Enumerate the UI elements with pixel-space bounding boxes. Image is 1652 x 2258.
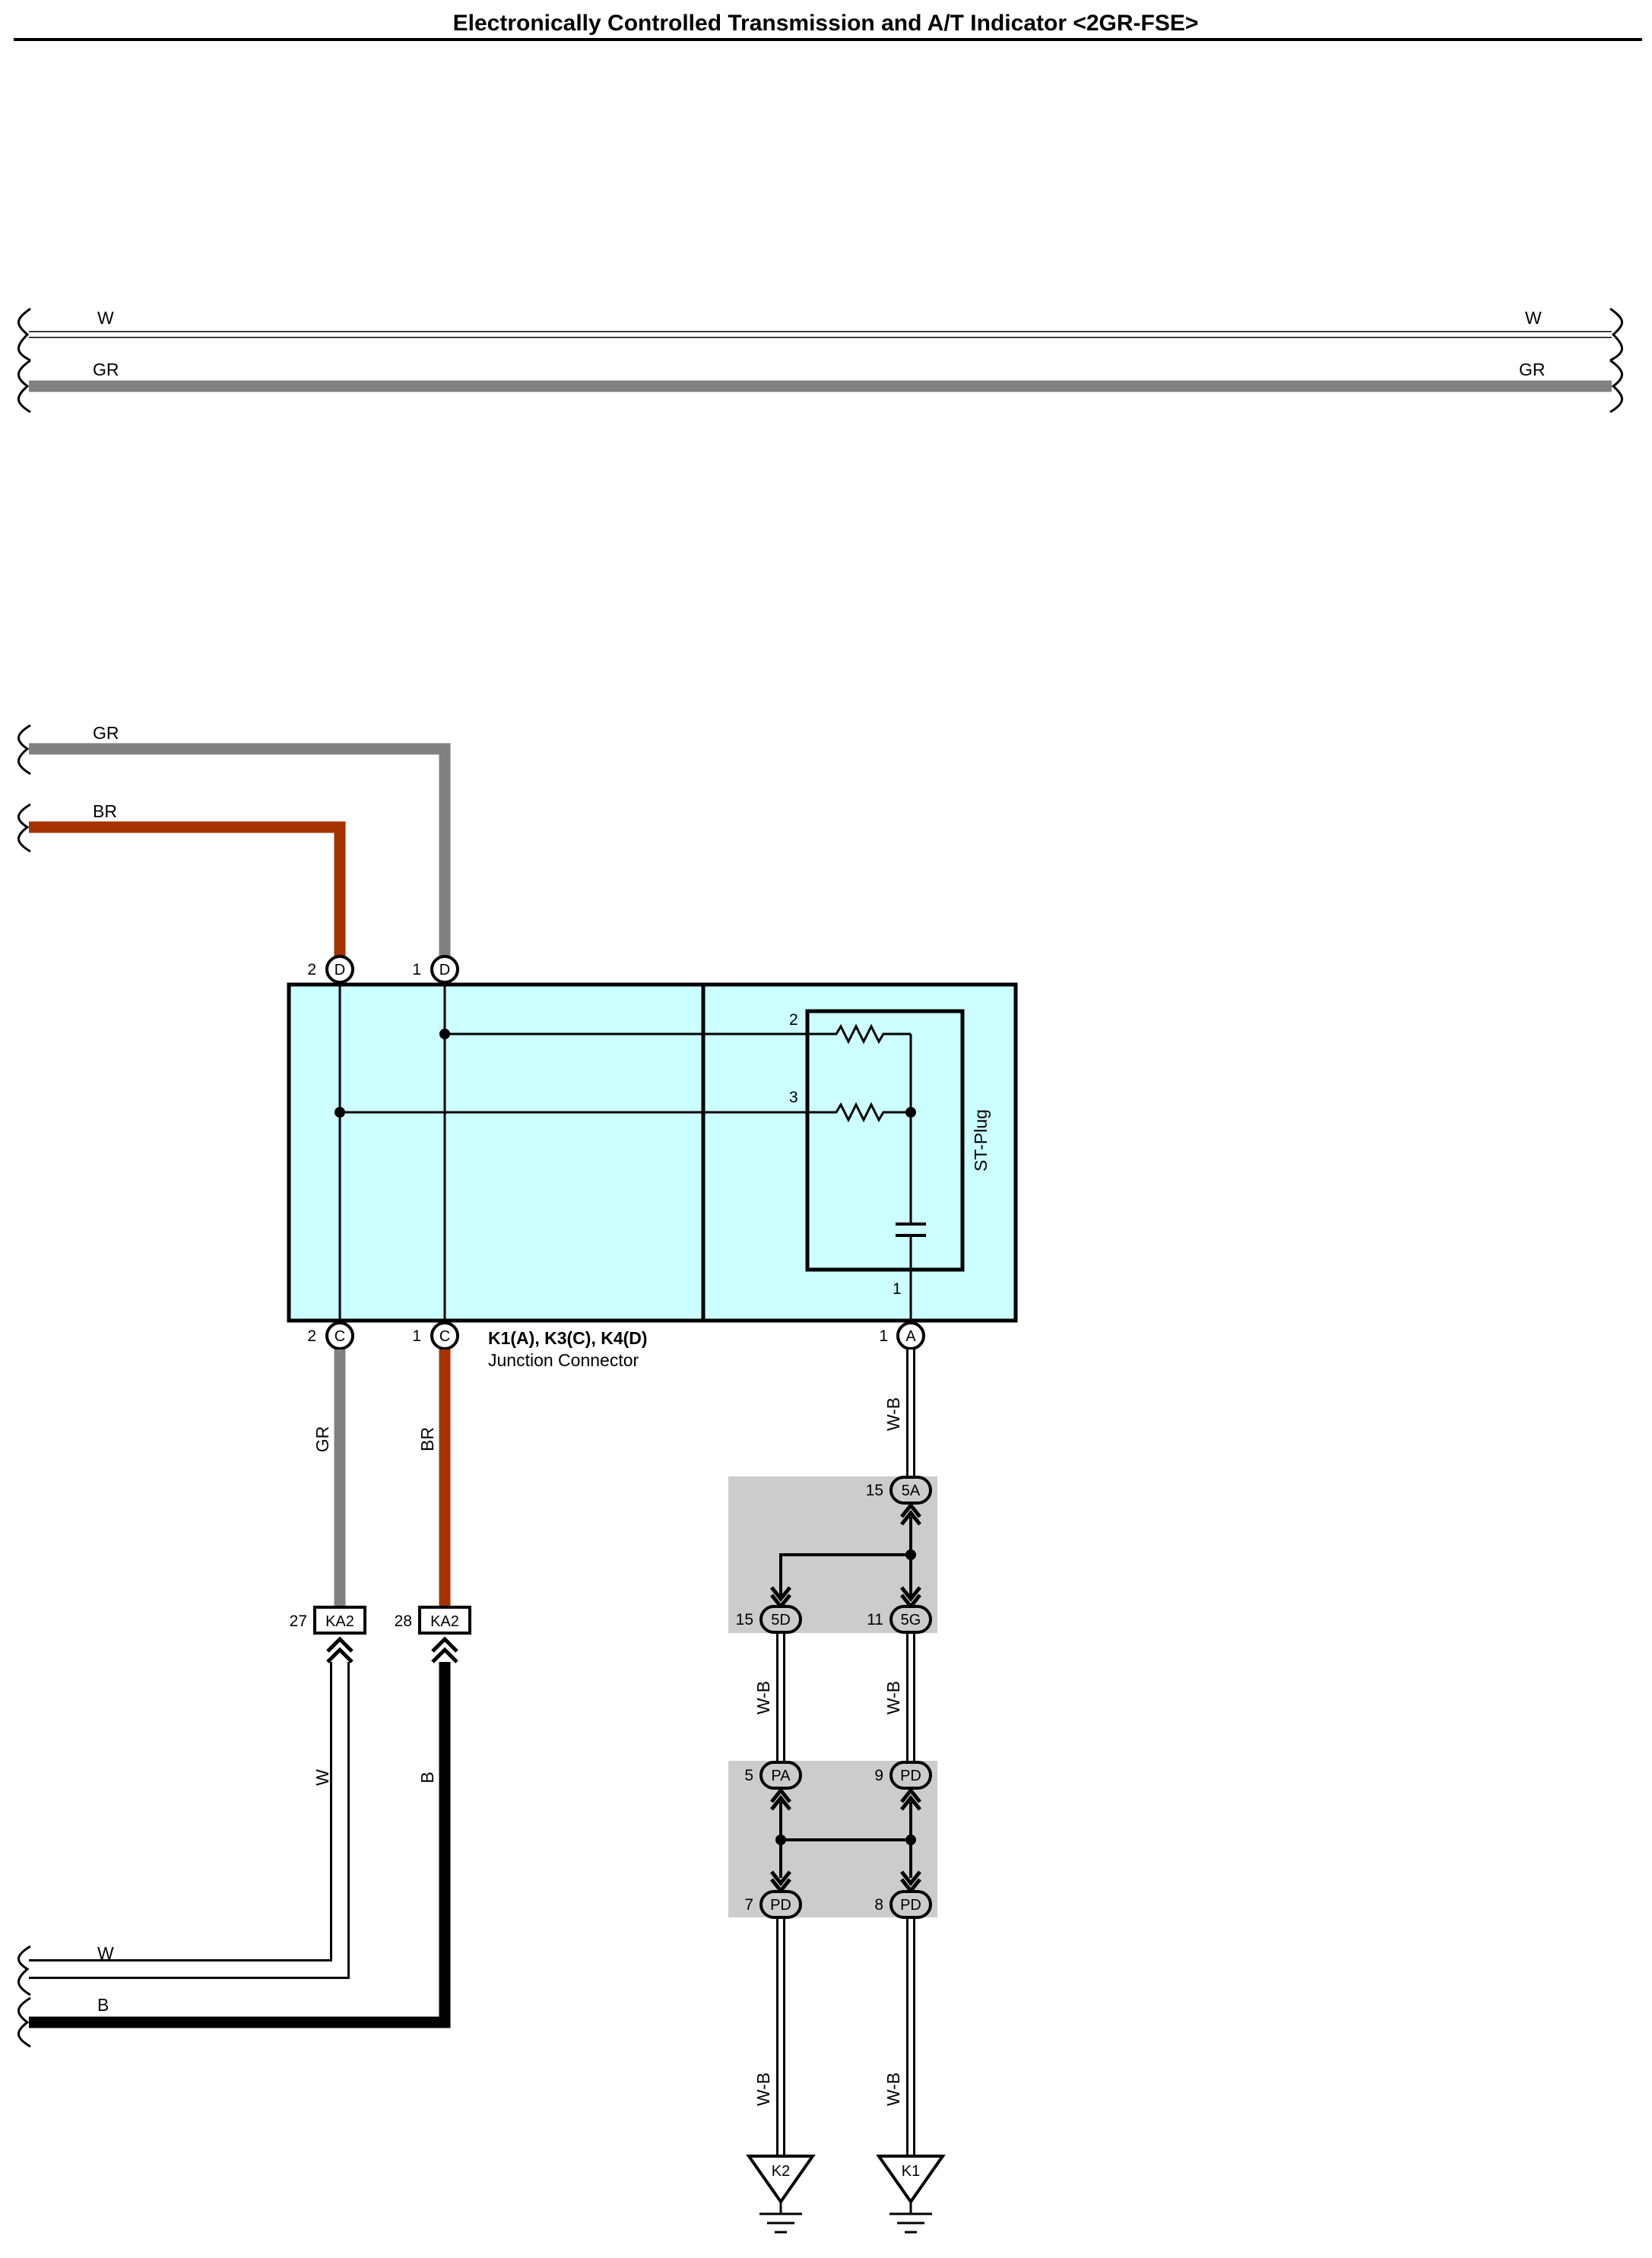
connector-chevron-icon [326,1636,354,1663]
svg-text:1: 1 [412,1327,421,1345]
conn-5d: 5D 15 [736,1605,802,1634]
wb-label-1: W-B [883,1397,903,1431]
svg-text:5D: 5D [771,1612,791,1628]
ka2-connector-28: KA2 28 [395,1606,471,1635]
wb-label-3: W-B [883,1681,903,1714]
conn-5g: 5G 11 [867,1605,932,1634]
svg-text:KA2: KA2 [325,1613,354,1630]
wire-w-lower [29,1662,350,1979]
ka2-connector-27: KA2 27 [290,1606,366,1635]
conn-pa: PA 5 [744,1761,802,1790]
top-wire-gr-label-left: GR [93,360,119,379]
splice-dot [905,1835,916,1845]
svg-text:5G: 5G [901,1612,921,1628]
svg-text:C: C [335,1328,345,1345]
svg-text:2: 2 [307,1327,316,1345]
wb-label-4: W-B [753,2072,773,2106]
conn-pd-top: PD 9 [874,1761,932,1790]
pin-c1: C 1 [412,1321,459,1350]
st-plug-pin3: 3 [789,1089,798,1106]
pin-c2: C 2 [307,1321,354,1350]
svg-text:15: 15 [736,1611,753,1628]
svg-text:15: 15 [866,1482,883,1499]
svg-text:K1: K1 [902,2163,920,2180]
conn-pd-bottom-right: PD 8 [874,1890,932,1919]
st-plug-label: ST-Plug [971,1109,991,1172]
wire-b-lower-label: B [417,1771,437,1783]
svg-text:8: 8 [874,1896,883,1914]
top-wire-w-label-left: W [97,308,114,328]
st-plug-pin1: 1 [893,1280,902,1298]
top-wire-gr-label-right: GR [1519,360,1546,379]
ground-k2-icon: K2 [746,2155,816,2234]
wire-br-down-label: BR [417,1427,437,1451]
splice-dot [335,1107,345,1118]
wire-gr-down-label: GR [312,1426,332,1453]
pin-a1: A 1 [879,1321,925,1350]
pin-d2: D 2 [307,955,354,984]
splice-dot [439,1029,450,1039]
svg-text:2: 2 [307,961,316,978]
connector-chevron-icon [770,1787,791,1811]
wire-gr-in-label: GR [93,723,119,743]
svg-text:PA: PA [771,1768,791,1784]
resistor-icon [807,1102,911,1123]
splice-dot [775,1835,786,1845]
svg-text:27: 27 [290,1613,307,1630]
wire-br-in [29,821,346,959]
break-mark-icon [17,724,31,853]
splice-dot [905,1107,916,1118]
pin-d1: D 1 [412,955,459,984]
ground-k1-icon: K1 [876,2155,946,2234]
svg-text:28: 28 [395,1613,412,1630]
st-plug-pin2: 2 [789,1011,798,1029]
wire-b-in-label: B [97,1995,109,2015]
top-wire-w-label-right: W [1525,308,1542,328]
svg-text:9: 9 [874,1767,883,1784]
wire-b-lower [29,1662,451,2028]
junction-desc: Junction Connector [488,1350,639,1370]
page-title: Electronically Controlled Transmission a… [453,11,1199,36]
connector-chevron-icon [900,1502,921,1526]
svg-text:PD: PD [900,1768,921,1784]
wire-br-in-label: BR [93,801,117,821]
wb-label-2: W-B [753,1681,773,1714]
svg-text:5A: 5A [902,1483,921,1499]
svg-text:C: C [439,1328,450,1345]
wire-w-in-label: W [97,1943,114,1963]
junction-name: K1(A), K3(C), K4(D) [488,1328,648,1348]
svg-text:5: 5 [744,1767,753,1784]
svg-text:K2: K2 [772,2163,790,2180]
st-plug-box [805,1009,965,1272]
connector-chevron-icon [900,1787,921,1811]
svg-text:1: 1 [879,1327,888,1345]
svg-text:11: 11 [867,1611,883,1628]
svg-text:A: A [905,1328,916,1345]
svg-text:7: 7 [744,1896,753,1914]
svg-text:D: D [335,962,345,978]
resistor-icon [807,1023,911,1045]
svg-text:PD: PD [900,1897,921,1914]
svg-text:D: D [439,962,450,978]
splice-dot [905,1549,916,1560]
connector-chevron-icon [431,1636,458,1663]
break-mark-icon [17,1945,31,2048]
wire-wb [776,1349,915,2156]
svg-text:PD: PD [770,1897,791,1914]
wb-label-5: W-B [883,2072,903,2106]
conn-pd-bottom-left: PD 7 [744,1890,802,1919]
wire-gr-in [29,743,451,959]
conn-5a: 5A 15 [866,1476,932,1505]
svg-text:KA2: KA2 [430,1613,459,1630]
break-mark-icon [17,307,1623,414]
svg-text:1: 1 [412,961,421,978]
wire-w-lower-label: W [312,1769,332,1786]
